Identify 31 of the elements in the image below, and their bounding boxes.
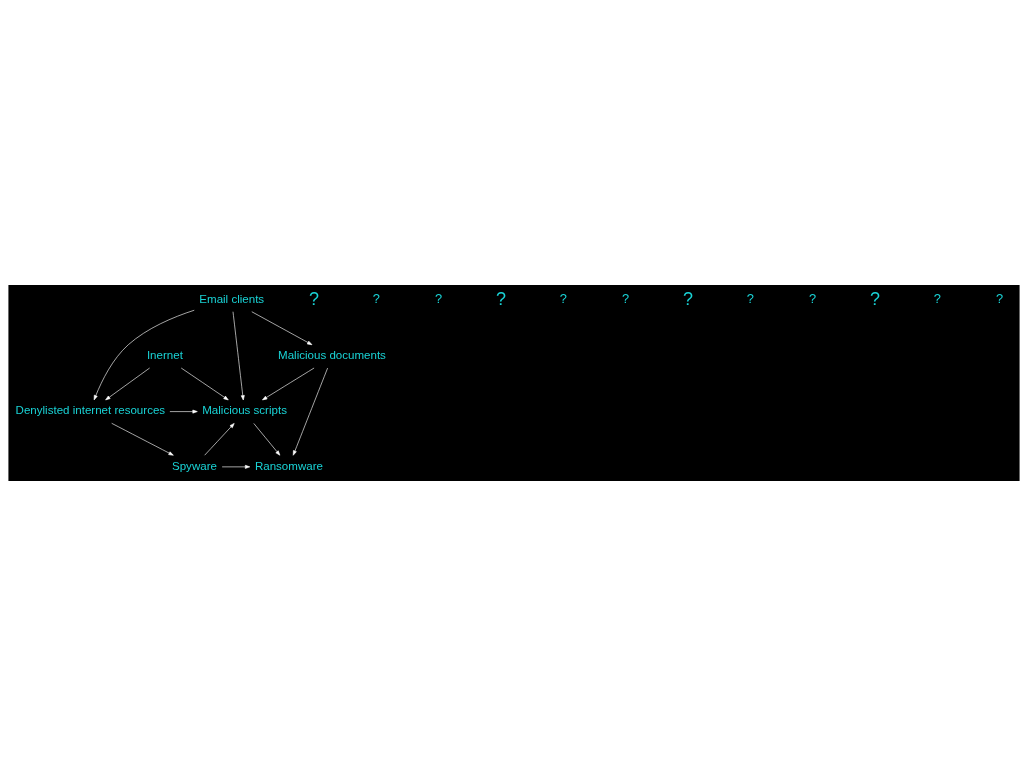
arrow [169, 409, 198, 413]
arrow [221, 464, 251, 469]
node-text: Email clients [199, 292, 265, 305]
node-text: Inernet [146, 348, 183, 361]
node-text: Malicious scripts [202, 403, 287, 416]
node-text: Denylisted internet resources [15, 403, 166, 416]
label: ? [746, 290, 754, 306]
label: ? [308, 288, 319, 309]
arrow [292, 367, 328, 456]
label: ? [559, 290, 567, 306]
arrow [232, 310, 245, 400]
arrow [253, 422, 281, 456]
label: ? [869, 288, 880, 309]
node-text: Spyware [171, 459, 217, 472]
label: ? [996, 290, 1004, 306]
label: ? [682, 288, 693, 309]
arrow [204, 422, 235, 456]
label: ? [933, 290, 941, 306]
arrow [262, 367, 315, 400]
arrow [105, 367, 150, 400]
label: ? [435, 290, 443, 306]
label: ? [372, 290, 380, 306]
node-text: Ransomware [254, 459, 323, 472]
arrow [251, 310, 313, 345]
label: ? [622, 290, 630, 306]
arrow [93, 309, 195, 400]
label: ? [809, 290, 817, 306]
arrow [180, 367, 229, 400]
label: ? [495, 288, 506, 309]
arrow [111, 422, 174, 456]
node-text: Malicious documents [278, 348, 386, 361]
